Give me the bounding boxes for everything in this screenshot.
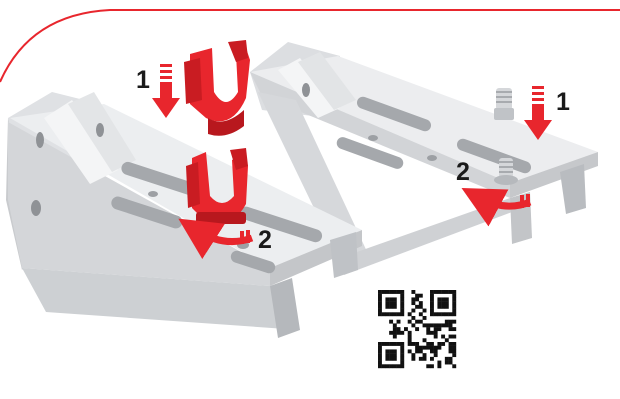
down-arrow-icon [152,64,180,118]
bolt-icon [494,88,514,120]
step-label-left-insert: 1 [136,66,150,94]
clip-icon [184,40,250,136]
step-label-right-rotate: 2 [456,158,470,186]
step-label-right-insert: 1 [556,88,570,116]
step-label-left-rotate: 2 [258,226,272,254]
qr-code-icon [378,290,456,368]
